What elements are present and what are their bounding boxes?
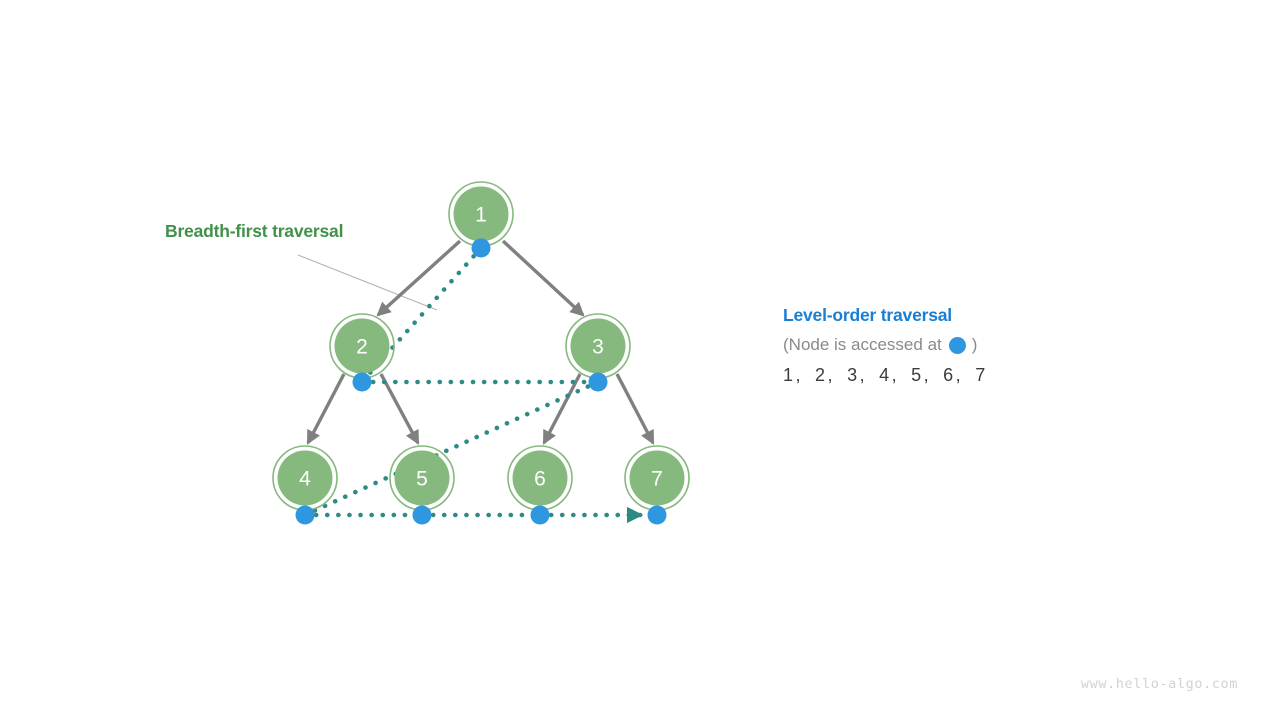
legend-panel: Level-order traversal (Node is accessed … bbox=[783, 305, 1203, 386]
access-dot-node-2 bbox=[352, 372, 372, 392]
access-dot-icon bbox=[948, 336, 966, 354]
edge-3-6 bbox=[542, 373, 582, 445]
sequence-number: 1 bbox=[783, 365, 794, 385]
path-3-4 bbox=[302, 379, 601, 518]
tree-node-7[interactable]: 7 bbox=[624, 445, 690, 511]
node-body bbox=[394, 450, 450, 506]
node-body bbox=[453, 186, 509, 242]
tree-node-5[interactable]: 5 bbox=[389, 445, 455, 511]
traversal-path bbox=[302, 245, 644, 524]
watermark: www.hello-algo.com bbox=[1080, 676, 1238, 692]
node-label: 4 bbox=[299, 468, 311, 491]
legend-title: Level-order traversal bbox=[783, 305, 952, 325]
sequence-number: 4 bbox=[879, 365, 890, 385]
breadth-first-traversal-label: Breadth-first traversal bbox=[165, 221, 344, 241]
node-body bbox=[629, 450, 685, 506]
access-dot-node-7 bbox=[647, 505, 667, 525]
sequence-separator: , bbox=[923, 365, 930, 385]
sequence-number: 6 bbox=[943, 365, 954, 385]
sequence-number: 2 bbox=[815, 365, 826, 385]
traversal-sequence: 1,2,3,4,5,6,7 bbox=[783, 365, 1203, 386]
sequence-separator: , bbox=[891, 365, 898, 385]
node-label: 2 bbox=[356, 336, 368, 359]
node-body bbox=[570, 318, 626, 374]
edge-1-3 bbox=[501, 239, 585, 317]
access-dot-node-1 bbox=[471, 238, 491, 258]
legend-note-prefix: (Node is accessed at bbox=[783, 335, 942, 354]
node-label: 3 bbox=[592, 336, 604, 359]
access-dots bbox=[295, 238, 667, 525]
edge-3-7 bbox=[615, 373, 655, 445]
sequence-separator: , bbox=[859, 365, 866, 385]
sequence-separator: , bbox=[955, 365, 962, 385]
tree-node-4[interactable]: 4 bbox=[272, 445, 338, 511]
sequence-number: 7 bbox=[975, 365, 986, 385]
edge-2-5 bbox=[379, 373, 420, 445]
access-dot-node-4 bbox=[295, 505, 315, 525]
legend-note-suffix: ) bbox=[971, 335, 978, 354]
sequence-separator: , bbox=[827, 365, 834, 385]
node-body bbox=[512, 450, 568, 506]
access-dot-node-3 bbox=[588, 372, 608, 392]
tree-node-1[interactable]: 1 bbox=[448, 181, 514, 247]
access-dot-node-5 bbox=[412, 505, 432, 525]
tree-nodes: 1 2 3 4 5 bbox=[272, 181, 690, 511]
sequence-number: 3 bbox=[847, 365, 858, 385]
access-dot-node-6 bbox=[530, 505, 550, 525]
leader-line bbox=[297, 254, 438, 311]
tree-node-6[interactable]: 6 bbox=[507, 445, 573, 511]
node-body bbox=[277, 450, 333, 506]
node-label: 1 bbox=[475, 204, 487, 227]
tree-node-2[interactable]: 2 bbox=[329, 313, 395, 379]
edge-1-2 bbox=[376, 239, 462, 317]
node-label: 5 bbox=[416, 468, 428, 491]
node-body bbox=[334, 318, 390, 374]
node-label: 7 bbox=[651, 468, 663, 491]
legend-note: (Node is accessed at ) bbox=[783, 335, 1203, 355]
path-1-2 bbox=[359, 245, 484, 385]
sequence-separator: , bbox=[795, 365, 802, 385]
sequence-number: 5 bbox=[911, 365, 922, 385]
tree-node-3[interactable]: 3 bbox=[565, 313, 631, 379]
edge-2-4 bbox=[306, 373, 346, 445]
node-label: 6 bbox=[534, 468, 546, 491]
tree-edges bbox=[306, 239, 655, 445]
